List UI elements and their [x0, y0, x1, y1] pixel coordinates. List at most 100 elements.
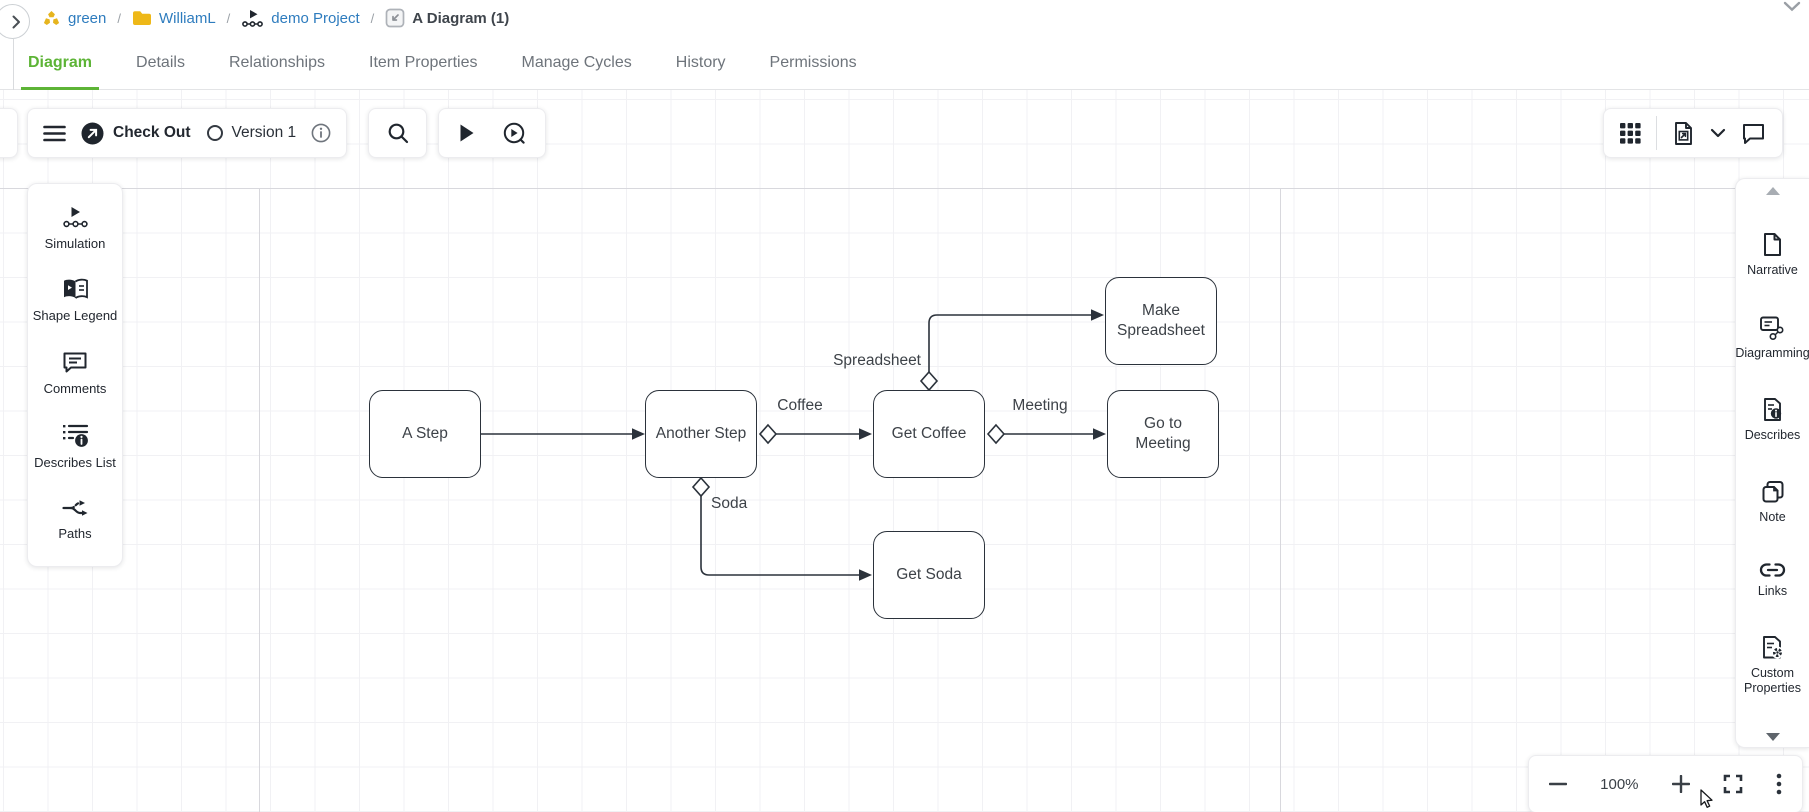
- project-icon: [242, 9, 264, 27]
- comments-icon: [63, 352, 87, 373]
- page-boundary-right: [1280, 188, 1281, 812]
- edge-label-coffee[interactable]: Coffee: [777, 397, 823, 414]
- simulation-icon: [62, 207, 88, 228]
- breadcrumb-separator: /: [117, 10, 121, 26]
- scroll-up-icon[interactable]: [1765, 187, 1780, 195]
- edge-label-soda[interactable]: Soda: [711, 495, 748, 512]
- diagram-node-go-to-meeting[interactable]: Go to Meeting: [1107, 390, 1219, 478]
- tab-history[interactable]: History: [675, 53, 726, 71]
- page-boundary-top: [0, 188, 1809, 189]
- diagram-node-a-step[interactable]: A Step: [369, 390, 481, 478]
- right-panel-item-narrative[interactable]: Narrative: [1736, 232, 1809, 278]
- check-out-icon: [81, 122, 104, 144]
- right-tools-panel: Narrative Diagramming Describes Note Lin…: [1735, 178, 1809, 748]
- zoom-level: 100%: [1600, 775, 1639, 793]
- right-panel-item-links[interactable]: Links: [1736, 562, 1809, 599]
- note-icon: [1762, 481, 1783, 503]
- folder-icon: [133, 11, 151, 25]
- right-panel-item-custom-properties[interactable]: Custom Properties: [1736, 635, 1809, 696]
- fullscreen-icon: [1723, 774, 1743, 794]
- tab-permissions[interactable]: Permissions: [769, 53, 857, 71]
- describes-icon: [1763, 398, 1781, 422]
- diagram-node-get-soda[interactable]: Get Soda: [873, 531, 985, 619]
- run-simulation-button[interactable]: [458, 123, 475, 143]
- shape-legend-icon: [63, 279, 88, 300]
- diagram-node-get-coffee[interactable]: Get Coffee: [873, 390, 985, 478]
- speech-bubble-icon: [1743, 123, 1764, 144]
- more-options-button[interactable]: [1776, 773, 1782, 795]
- links-icon: [1759, 563, 1786, 577]
- run-preview-button[interactable]: [503, 122, 526, 145]
- hamburger-icon: [43, 125, 66, 141]
- edge-toolbar-card[interactable]: [0, 108, 18, 158]
- left-panel-item-simulation[interactable]: Simulation: [32, 206, 118, 251]
- version-info-button[interactable]: [311, 123, 331, 143]
- breadcrumb-separator: /: [226, 10, 231, 26]
- collapsed-panel-divider: [13, 39, 14, 90]
- plus-icon: [1671, 775, 1690, 793]
- team-icon: [43, 10, 60, 25]
- breadcrumb-item-project[interactable]: demo Project: [241, 9, 360, 28]
- left-panel-item-describes-list[interactable]: Describes List: [32, 423, 118, 470]
- kebab-menu-icon: [1776, 773, 1782, 795]
- edge-label-spreadsheet[interactable]: Spreadsheet: [833, 352, 921, 369]
- play-circle-icon: [503, 122, 525, 144]
- custom-properties-icon: [1762, 636, 1783, 659]
- zoom-out-button[interactable]: [1549, 782, 1567, 786]
- version-button[interactable]: Version 1: [206, 124, 296, 142]
- left-panel-item-shape-legend[interactable]: Shape Legend: [32, 278, 118, 323]
- tab-item-properties[interactable]: Item Properties: [369, 53, 478, 71]
- export-document-icon: [1675, 121, 1692, 145]
- export-document-button[interactable]: [1672, 121, 1695, 146]
- diagram-canvas[interactable]: A Step Another Step Get Coffee Go to Mee…: [0, 90, 1809, 812]
- expand-sidebar-button[interactable]: [0, 4, 30, 39]
- right-panel-item-diagramming[interactable]: Diagramming: [1735, 315, 1809, 361]
- scroll-down-icon[interactable]: [1765, 732, 1780, 741]
- breadcrumb: green / WilliamL / demo Project / A Diag…: [42, 0, 509, 36]
- breadcrumb-item-folder[interactable]: WilliamL: [132, 10, 216, 27]
- right-panel-item-describes[interactable]: Describes: [1736, 397, 1809, 443]
- paths-icon: [61, 500, 87, 517]
- tab-bar: Diagram Details Relationships Item Prope…: [0, 36, 1809, 90]
- search-button[interactable]: [387, 122, 409, 144]
- mouse-cursor: [1700, 789, 1713, 808]
- grid-icon: [1620, 122, 1641, 144]
- version-circle-icon: [206, 125, 223, 141]
- menu-button[interactable]: [43, 125, 66, 142]
- breadcrumb-separator: /: [370, 10, 375, 26]
- zoom-in-button[interactable]: [1671, 775, 1690, 793]
- breadcrumb-item-team[interactable]: green: [42, 10, 106, 27]
- chevron-right-icon: [12, 15, 20, 28]
- tab-relationships[interactable]: Relationships: [228, 53, 325, 71]
- tab-details[interactable]: Details: [136, 53, 185, 71]
- minus-icon: [1549, 782, 1567, 786]
- tab-manage-cycles[interactable]: Manage Cycles: [521, 53, 632, 71]
- diagram-node-make-spreadsheet[interactable]: Make Spreadsheet: [1105, 277, 1217, 365]
- comments-panel-button[interactable]: [1741, 122, 1766, 145]
- left-panel-item-paths[interactable]: Paths: [32, 497, 118, 541]
- breadcrumb-bar: green / WilliamL / demo Project / A Diag…: [0, 0, 1809, 36]
- main-toolbar: Check Out Version 1: [27, 108, 348, 158]
- check-out-button[interactable]: Check Out: [81, 122, 191, 145]
- simulation-toolbar: [438, 108, 546, 158]
- search-toolbar: [368, 108, 427, 158]
- search-icon: [388, 123, 408, 144]
- apps-grid-button[interactable]: [1620, 122, 1641, 144]
- narrative-icon: [1764, 232, 1781, 256]
- breadcrumb-item-diagram: A Diagram (1): [385, 8, 509, 28]
- right-panel-item-note[interactable]: Note: [1736, 480, 1809, 525]
- zoom-controls: 100%: [1528, 755, 1803, 812]
- chevron-down-icon: [1710, 128, 1726, 138]
- tab-diagram[interactable]: Diagram: [6, 36, 114, 90]
- toolbar-divider: [1656, 116, 1657, 150]
- left-panel-item-comments[interactable]: Comments: [32, 351, 118, 396]
- fit-to-screen-button[interactable]: [1723, 774, 1743, 794]
- page-boundary-left: [259, 188, 260, 812]
- collapse-header-chevron-icon[interactable]: [1783, 1, 1801, 12]
- edge-label-meeting[interactable]: Meeting: [1012, 397, 1068, 414]
- view-toolbar: [1603, 108, 1783, 158]
- diagram-node-another-step[interactable]: Another Step: [645, 390, 757, 478]
- export-options-button[interactable]: [1710, 128, 1726, 138]
- left-tools-panel: Simulation Shape Legend Comments Describ…: [27, 183, 123, 567]
